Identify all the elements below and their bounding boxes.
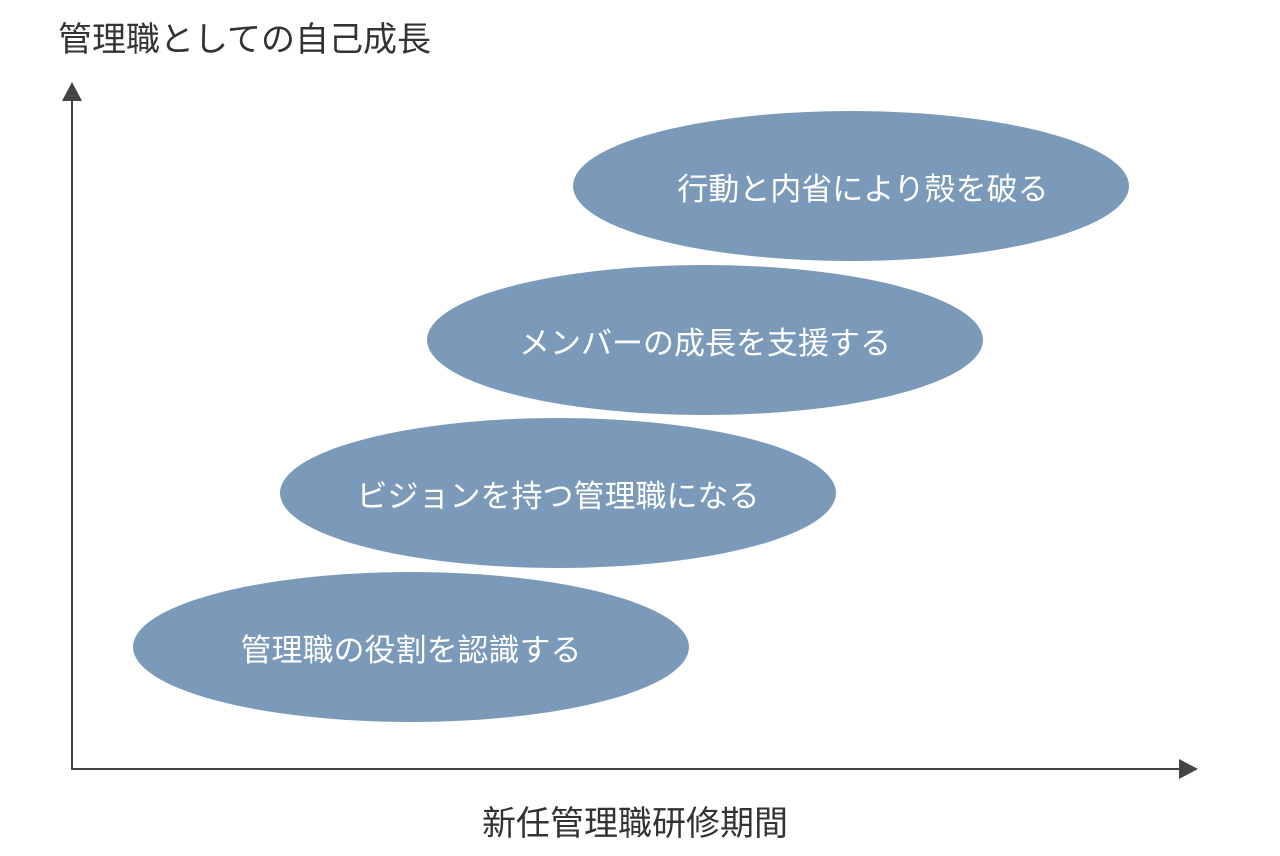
stage-label-2: ビジョンを持つ管理職になる [356,478,760,515]
stage-ellipse-1: 管理職の役割を認識する [133,572,689,722]
y-axis-label: 管理職としての自己成長 [58,20,431,60]
x-axis-label: 新任管理職研修期間 [482,804,788,844]
stage-label-3: メンバーの成長を支援する [519,325,891,362]
stage-ellipse-3: メンバーの成長を支援する [427,265,983,415]
stage-label-4: 行動と内省により殻を破る [677,171,1049,208]
stage-ellipse-4: 行動と内省により殻を破る [573,111,1129,261]
stage-label-1: 管理職の役割を認識する [240,632,582,669]
x-axis-arrow [1179,759,1198,779]
y-axis-arrow [62,82,82,101]
stage-ellipse-2: ビジョンを持つ管理職になる [280,418,836,568]
